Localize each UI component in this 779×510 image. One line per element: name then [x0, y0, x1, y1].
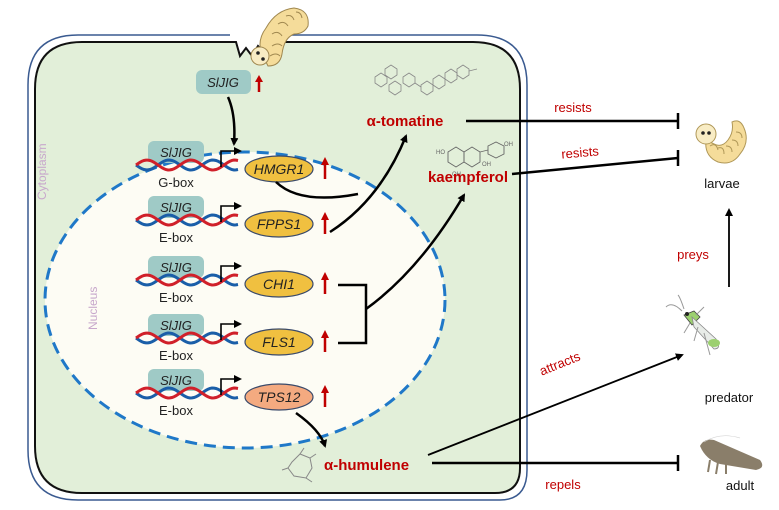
gene-ellipse	[244, 210, 314, 238]
gene-row-fpps1: SlJIG E-box FPPS1	[135, 196, 329, 245]
repels-label: repels	[545, 477, 581, 492]
upregulated-arrow-icon	[321, 330, 329, 352]
gene-label: CHI1	[263, 276, 295, 292]
svg-text:OH: OH	[452, 172, 461, 178]
sljig-tf-label: SlJIG	[160, 145, 192, 160]
sljig-tf-box	[148, 314, 204, 336]
kaempferol-label: kaempferol	[428, 169, 508, 186]
gene-label: FPPS1	[257, 216, 301, 232]
gene-ellipse	[244, 270, 314, 298]
sljig-tf-label: SlJIG	[160, 373, 192, 388]
svg-text:OH: OH	[482, 162, 491, 168]
tps12-to-humulene-arrow	[295, 411, 328, 448]
promoter-motif-label: E-box	[159, 348, 193, 363]
transcription-start-arrow	[220, 202, 242, 222]
predator-icon	[665, 294, 720, 356]
kaempferol-resists-label: resists	[561, 143, 600, 161]
upregulated-arrow-icon	[321, 272, 329, 294]
gene-label: TPS12	[258, 389, 301, 405]
chi1-fls1-bracket	[338, 283, 368, 345]
promoter-motif-label: E-box	[159, 290, 193, 305]
upregulated-arrow-icon	[321, 212, 329, 234]
adult-label: adult	[726, 478, 755, 493]
humulene-attracts-predator-arrow	[427, 353, 684, 456]
attracts-label: attracts	[537, 348, 583, 378]
transcription-start-arrow	[220, 320, 242, 340]
sljig-cytoplasmic-label: SlJIG	[207, 75, 239, 90]
adult-moth-icon	[700, 435, 763, 475]
cell-wall	[27, 34, 528, 501]
transcription-start-arrow	[220, 375, 242, 395]
predator-label: predator	[705, 390, 754, 405]
kaempferol-structure-icon: HO OH OH OH	[436, 141, 513, 178]
upregulated-arrow-icon	[321, 157, 329, 179]
gene-row-tps12: SlJIG E-box TPS12	[135, 369, 329, 418]
flavonoid-to-kaempferol-arrow	[365, 193, 466, 311]
gene-label: HMGR1	[254, 161, 305, 177]
gene-ellipse	[244, 383, 314, 411]
gene-ellipse	[244, 155, 314, 183]
tomatine-label: α-tomatine	[367, 113, 444, 130]
larvae-icon	[695, 120, 747, 164]
promoter-motif-label: E-box	[159, 230, 193, 245]
sljig-tf-label: SlJIG	[160, 260, 192, 275]
transcription-start-arrow	[220, 147, 242, 167]
gene-ellipse	[244, 328, 314, 356]
promoter-motif-label: G-box	[158, 175, 194, 190]
transcription-start-arrow	[220, 262, 242, 282]
gene-row-fls1: SlJIG E-box FLS1	[135, 314, 329, 363]
cytoplasm-label: Cytoplasm	[35, 143, 49, 200]
tomatine-structure-icon	[374, 64, 478, 96]
svg-text:HO: HO	[436, 150, 445, 156]
sljig-tf-box	[148, 369, 204, 391]
nucleus-label: Nucleus	[86, 287, 100, 330]
fpps1-to-tomatine-arrow	[329, 134, 408, 234]
svg-text:OH: OH	[504, 142, 513, 148]
sljig-tf-label: SlJIG	[160, 318, 192, 333]
gene-row-hmgr1: SlJIG G-box HMGR1	[135, 141, 329, 190]
humulene-label: α-humulene	[324, 457, 409, 474]
larvae-label: larvae	[704, 176, 739, 191]
kaempferol-resists-larvae-line	[511, 156, 679, 176]
sljig-tf-label: SlJIG	[160, 200, 192, 215]
gene-label: FLS1	[262, 334, 295, 350]
preys-label: preys	[677, 247, 709, 262]
tomatine-resists-label: resists	[554, 100, 592, 115]
sljig-tf-box	[148, 141, 204, 163]
translocation-arrow	[226, 96, 239, 146]
sljig-cytoplasmic-box	[196, 70, 251, 94]
promoter-motif-label: E-box	[159, 403, 193, 418]
sljig-tf-box	[148, 256, 204, 278]
humulene-structure-icon	[281, 447, 317, 483]
gene-row-chi1: SlJIG E-box CHI1	[135, 256, 329, 305]
hmgr1-to-tomatine-arrow	[275, 181, 359, 199]
nucleus	[43, 150, 447, 450]
sljig-tf-box	[148, 196, 204, 218]
larva-attacking-icon	[250, 7, 309, 67]
upregulated-arrow-icon	[321, 385, 329, 407]
